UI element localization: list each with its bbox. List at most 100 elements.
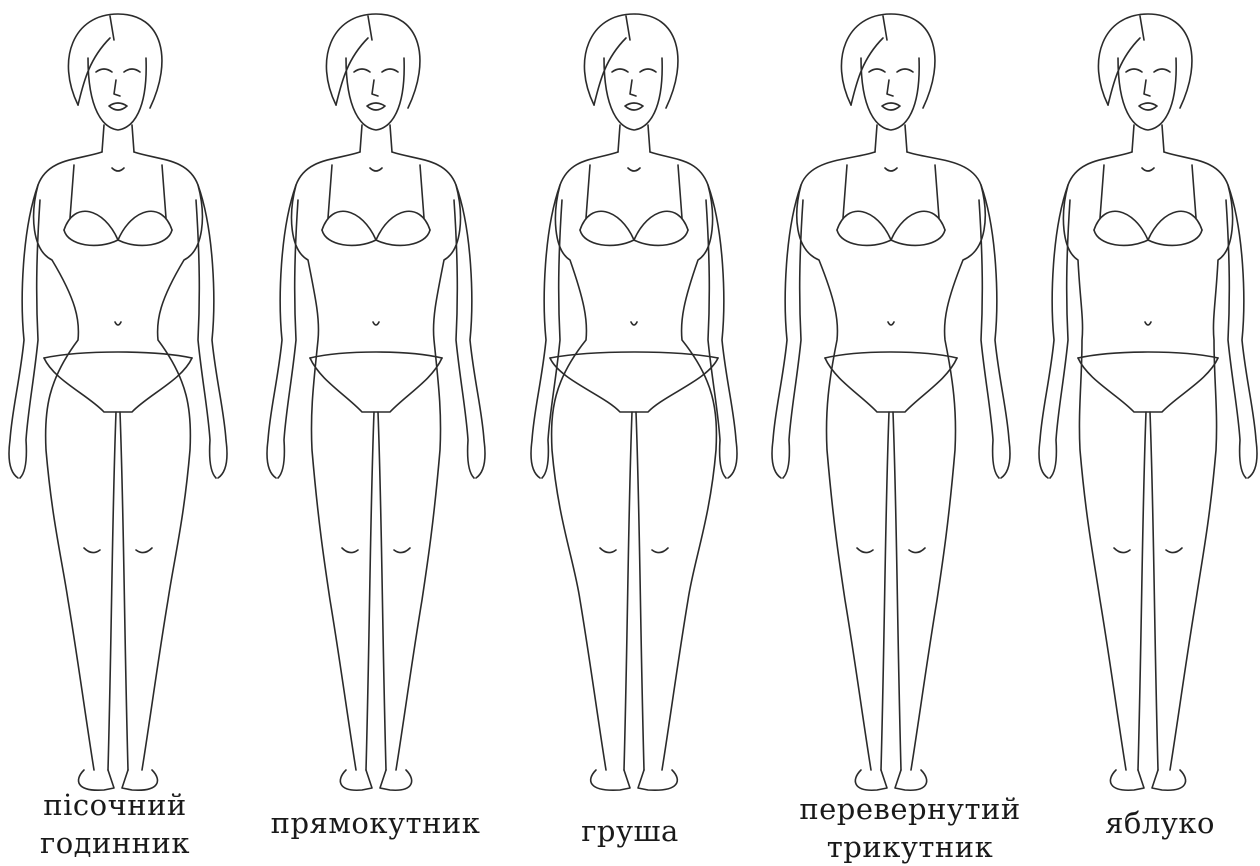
navel [115,322,121,325]
hair-strand [336,38,368,105]
face-outline [88,58,146,130]
neck-left [618,125,620,152]
knee-left [84,548,100,553]
navel [1145,322,1151,325]
knee-right [909,548,925,553]
knee-right [394,548,410,553]
arm-left [531,185,562,478]
hair-strand [851,38,883,105]
eye-right-icon [1154,69,1170,72]
hair-part [368,16,372,40]
arm-left [1039,185,1070,478]
foot-left-icon [340,770,372,790]
briefs-waistband [1078,352,1218,358]
inner-leg-left [881,412,889,770]
bra-cups [580,211,688,240]
eye-left-icon [1126,69,1142,72]
neck-right [390,125,392,152]
inner-leg-left [366,412,374,770]
figure-apple [1039,14,1257,790]
eye-right-icon [640,69,656,72]
hair-part [883,16,887,40]
eye-left-icon [612,69,628,72]
bra-strap-right [678,165,682,218]
eye-right-icon [897,69,913,72]
label-pear: груша [560,812,700,850]
foot-right-icon [895,770,927,790]
hair-strand [594,38,626,105]
lips-icon [1139,103,1157,110]
bra-strap-right [420,165,424,218]
inner-leg-right [893,412,901,770]
foot-left-icon [591,770,630,790]
inner-leg-left [624,412,632,770]
inner-leg-right [120,412,128,770]
lips-icon [109,103,127,110]
briefs-leg-openings [1078,358,1218,412]
label-inverted-triangle: перевернутий трикутник [790,790,1030,866]
eye-left-icon [354,69,370,72]
lips-icon [625,103,643,110]
face-outline [346,58,404,130]
hair-part [110,16,114,40]
eye-left-icon [96,69,112,72]
navel [888,322,894,325]
figure-pear [531,14,737,790]
collarbone [885,168,897,171]
foot-right-icon [1152,770,1186,790]
collarbone [1142,168,1154,171]
arm-right [454,185,485,478]
bra-band [580,230,688,245]
label-apple: яблуко [1090,804,1230,842]
bra-band [837,230,945,245]
bra-cups [1094,211,1202,240]
figure-rectangle [267,14,485,790]
bra-band [1094,230,1202,245]
hair-part [626,16,630,40]
nose-icon [114,80,120,96]
arm-right [706,185,737,478]
bra-strap-left [843,165,847,218]
inner-leg-left [108,412,116,770]
neck-right [1162,125,1164,152]
nose-icon [887,80,893,96]
body-outline-right [650,152,716,770]
lips-icon [367,103,385,110]
eye-right-icon [124,69,140,72]
inner-leg-right [636,412,644,770]
bra-cups [322,211,430,240]
briefs-leg-openings [310,358,442,412]
eye-right-icon [382,69,398,72]
foot-left-icon [1110,770,1144,790]
label-hourglass: пісочний годинник [20,786,210,862]
bra-strap-right [1192,165,1196,218]
inner-leg-right [1150,412,1158,770]
collarbone [370,168,382,171]
briefs-waistband [825,352,957,358]
bra-cups [64,211,172,240]
bra-cups [837,211,945,240]
face-outline [861,58,919,130]
foot-right-icon [380,770,412,790]
face-outline [1118,58,1176,130]
navel [631,322,637,325]
bra-band [322,230,430,245]
arm-right [1226,185,1257,478]
bra-strap-left [70,165,74,218]
hair-part [1140,16,1144,40]
briefs-leg-openings [825,358,957,412]
knee-left [342,548,358,553]
arm-left [267,185,298,478]
collarbone [112,168,124,171]
knee-left [1114,548,1130,553]
neck-left [102,125,104,152]
face-outline [604,58,662,130]
bra-strap-right [935,165,939,218]
briefs-leg-openings [44,358,192,412]
foot-right-icon [638,770,677,790]
eye-left-icon [869,69,885,72]
inner-leg-right [378,412,386,770]
bra-strap-right [162,165,166,218]
arm-right [196,185,227,478]
neck-left [875,125,877,152]
